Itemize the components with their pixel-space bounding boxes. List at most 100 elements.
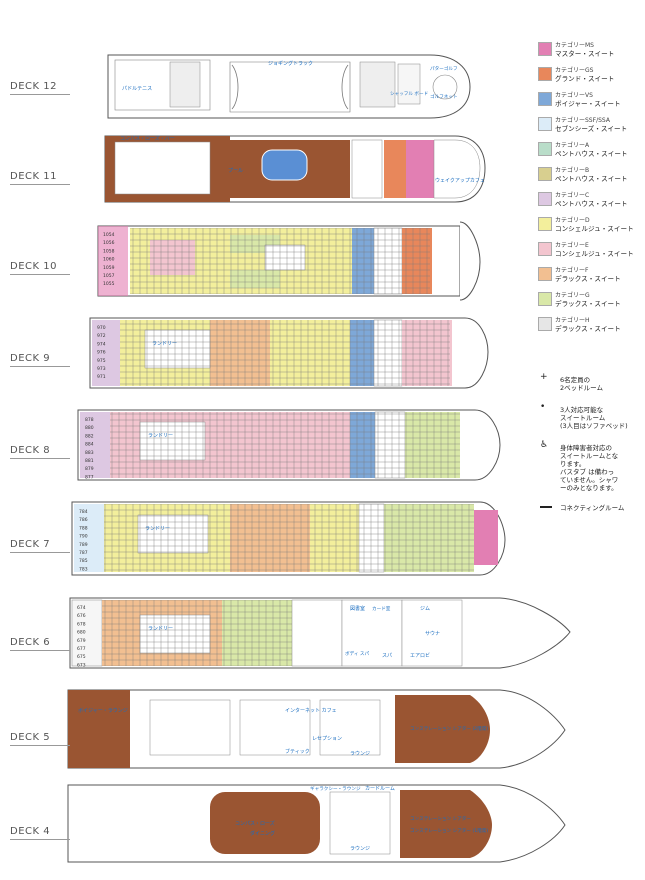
deck-label-underline — [10, 458, 70, 459]
deck-5-lounge-label: ラウンジ — [350, 750, 370, 757]
room-number: 881 — [85, 458, 94, 464]
legend-swatch — [538, 317, 552, 331]
deck-label: DECK 9 — [10, 353, 51, 364]
room-number: 877 — [85, 474, 94, 480]
room-number: 970 — [97, 325, 106, 331]
body-spa-label: ボディ スパ — [345, 650, 370, 657]
deck-6-laundry-label: ランドリー — [148, 626, 173, 632]
legend-code: カテゴリーD — [555, 217, 590, 224]
accessible-suite-key: ♿ 身体障害者対応の スイートルームとな ります。 バスタブ は備わっ ていませ… — [540, 440, 619, 492]
legend-code: カテゴリーMS — [555, 42, 594, 49]
theater-orchestra-label: コンステレーション シアター (1階席) — [410, 827, 488, 834]
deck-6-plan: 図書室 ランドリー カード室 ジム ボディ スパ サウナ スパ エアロビ — [69, 597, 571, 669]
deck-label: DECK 5 — [10, 732, 51, 743]
legend-code: カテゴリーSSF/SSA — [555, 117, 610, 124]
deck-label: DECK 11 — [10, 171, 57, 182]
connecting-room-key: コネクティングルーム — [538, 502, 643, 514]
legend-code: カテゴリーG — [555, 292, 590, 299]
room-number: 976 — [97, 350, 106, 356]
deck-10-plan — [97, 221, 481, 301]
legend-name: グランド・スイート — [555, 75, 615, 83]
room-number: 879 — [85, 466, 94, 472]
gym-label: ジム — [420, 606, 430, 612]
room-number: 786 — [79, 517, 88, 523]
dining-label: ダイニング — [250, 830, 275, 837]
room-number: 676 — [77, 613, 86, 619]
card-room-6-label: カード室 — [372, 605, 391, 612]
deck-7-plan: ランドリー — [71, 501, 506, 576]
room-number: 883 — [85, 450, 94, 456]
library-label: 図書室 — [350, 605, 365, 612]
compass-rose-label: コンパス・ローズ — [235, 820, 275, 827]
room-number: 783 — [79, 566, 88, 572]
galaxy-lounge-label: ギャラクシー・ラウンジ — [310, 785, 361, 792]
room-number: 1057 — [103, 273, 115, 279]
legend-name: ペントハウス・スイート — [555, 150, 628, 158]
legend-name: セブンシーズ・スイート — [555, 125, 628, 133]
deck-label-underline — [10, 366, 70, 367]
room-number: 975 — [97, 358, 106, 364]
deck-label-underline — [10, 552, 70, 553]
room-number: 1056 — [103, 240, 115, 246]
deck-label: DECK 6 — [10, 637, 51, 648]
voyager-lounge-label: ボイジャー・ラウンジ — [78, 707, 128, 714]
legend-swatch — [538, 242, 552, 256]
legend-swatch — [538, 217, 552, 231]
room-number: 884 — [85, 442, 94, 448]
card-room-4-label: カードルーム — [365, 786, 395, 792]
deck-label-underline — [10, 650, 70, 651]
room-number: 971 — [97, 374, 106, 380]
room-number: 673 — [77, 662, 86, 668]
legend-code: カテゴリーB — [555, 167, 590, 174]
spa-label: スパ — [382, 653, 392, 659]
room-number: 789 — [79, 542, 88, 548]
legend-code: カテゴリーVS — [555, 92, 593, 99]
legend-swatch — [538, 142, 552, 156]
deck-label-underline — [10, 745, 70, 746]
legend-swatch — [538, 267, 552, 281]
internet-cafe-label: インターネット カフェ — [285, 707, 337, 714]
legend-name: ペントハウス・スイート — [555, 200, 628, 208]
room-number: 1060 — [103, 257, 115, 263]
room-number: 788 — [79, 525, 88, 531]
boutique-label: ブティック — [285, 748, 310, 755]
room-numbers: 1054105610581060105910571055970972974976… — [77, 232, 115, 668]
room-number: 1054 — [103, 232, 115, 238]
deck-9-plan: ランドリー — [89, 317, 489, 389]
theater-balcony-label: コンステレーション シアター (2階席) — [410, 725, 488, 732]
room-number: 790 — [79, 534, 88, 540]
legend-name: デラックス・スイート — [555, 325, 621, 333]
legend-swatch — [538, 92, 552, 106]
room-number: 1058 — [103, 248, 115, 254]
room-number: 785 — [79, 558, 88, 564]
jogging-track-label: ジョギングトラック — [268, 60, 313, 67]
room-number: 882 — [85, 433, 94, 439]
plus-icon: + — [540, 372, 548, 382]
deck-8-laundry-label: ランドリー — [148, 433, 173, 439]
aerobics-label: エアロビ — [410, 652, 430, 659]
legend-name: デラックス・スイート — [555, 275, 621, 283]
deck-label: DECK 12 — [10, 81, 57, 92]
wake-up-cafe-label: ウェイクアップカフェ — [435, 177, 485, 184]
deck-label: DECK 10 — [10, 261, 57, 272]
room-number: 1055 — [103, 281, 115, 287]
room-number: 880 — [85, 425, 94, 431]
legend-swatch — [538, 117, 552, 131]
deck-label: DECK 8 — [10, 445, 51, 456]
deck-label-underline — [10, 94, 70, 95]
room-number: 678 — [77, 621, 86, 627]
room-number: 674 — [77, 605, 86, 611]
legend-code: カテゴリーGS — [555, 67, 594, 74]
